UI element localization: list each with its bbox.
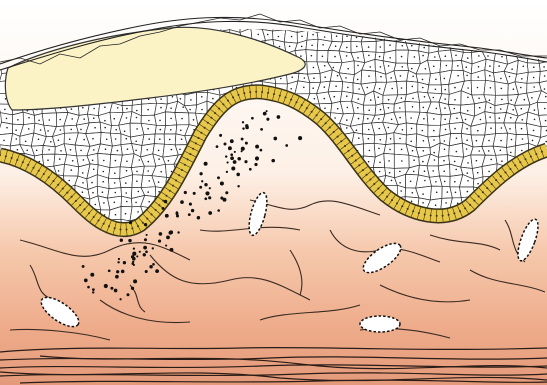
vessel [360,316,400,332]
